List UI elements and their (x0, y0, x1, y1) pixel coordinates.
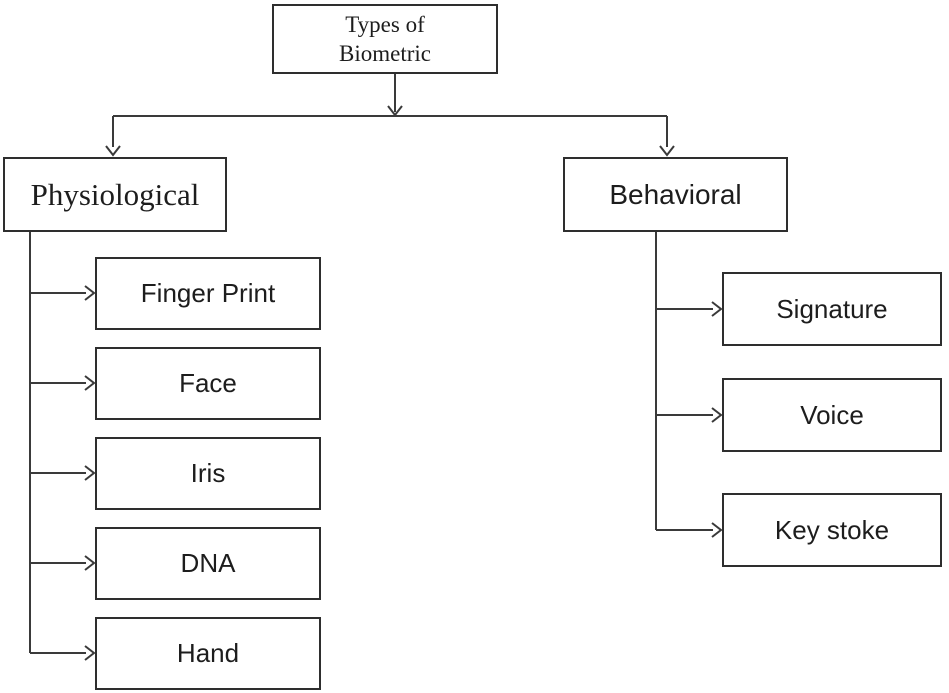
arrowhead-right-voice (711, 407, 723, 423)
node-face: Face (95, 347, 321, 420)
arrowhead-down-root (387, 105, 403, 117)
node-hand: Hand (95, 617, 321, 690)
arrowhead-right-face (84, 375, 96, 391)
arrowhead-down-behavioral (659, 145, 675, 157)
node-signature: Signature (722, 272, 942, 346)
arrowhead-right-hand (84, 645, 96, 661)
node-physiological: Physiological (3, 157, 227, 232)
arrowhead-right-signature (711, 301, 723, 317)
node-iris: Iris (95, 437, 321, 510)
node-behavioral: Behavioral (563, 157, 788, 232)
node-dna: DNA (95, 527, 321, 600)
node-finger-print: Finger Print (95, 257, 321, 330)
arrowhead-right-finger-print (84, 285, 96, 301)
arrowhead-right-key-stoke (711, 522, 723, 538)
node-label-line2: Biometric (339, 41, 431, 66)
arrowhead-down-physiological (105, 145, 121, 157)
node-label-line1: Types of (345, 12, 425, 37)
arrowhead-right-dna (84, 555, 96, 571)
node-types-of-biometric: Types of Biometric (272, 4, 498, 74)
node-voice: Voice (722, 378, 942, 452)
node-key-stoke: Key stoke (722, 493, 942, 567)
arrowhead-right-iris (84, 465, 96, 481)
